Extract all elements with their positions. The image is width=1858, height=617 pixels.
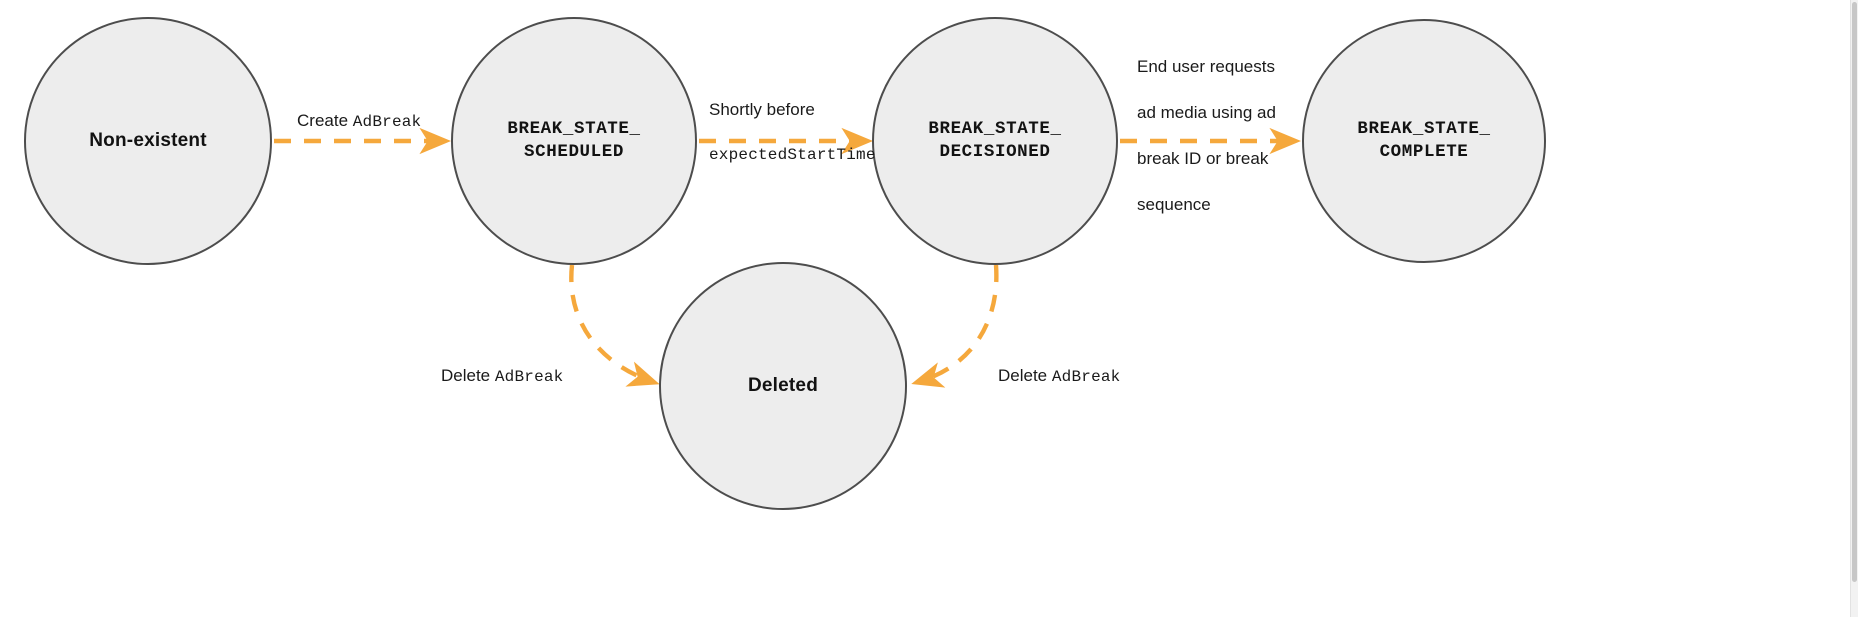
state-node-break-state-decisioned[interactable]: BREAK_STATE_ DECISIONED — [872, 17, 1118, 265]
edge-label-line: expectedStartTime — [709, 145, 876, 164]
edge-label-line: break ID or break — [1137, 148, 1269, 168]
edge-label-line: End user requests — [1137, 56, 1275, 76]
edge-label-shortly-before: Shortly before expectedStartTime — [709, 76, 876, 189]
state-node-label: Deleted — [747, 375, 819, 397]
edge-delete-from-decisioned — [911, 264, 999, 388]
edge-label-line: Delete — [998, 365, 1052, 385]
edge-label-end-user-requests: End user requests ad media using ad brea… — [1137, 33, 1276, 239]
state-node-label: BREAK_STATE_ DECISIONED — [928, 118, 1062, 162]
edge-label-line: AdBreak — [1051, 367, 1121, 386]
state-node-deleted[interactable]: Deleted — [659, 262, 907, 510]
edge-label-line: AdBreak — [494, 367, 564, 386]
edge-label-create-adbreak: Create AdBreak — [297, 87, 421, 134]
vertical-scrollbar-thumb[interactable] — [1852, 2, 1857, 582]
edge-label-line: Delete — [441, 365, 495, 385]
edge-label-line: Create — [297, 110, 353, 130]
edge-label-line: sequence — [1137, 194, 1211, 214]
state-node-break-state-scheduled[interactable]: BREAK_STATE_ SCHEDULED — [451, 17, 697, 265]
edge-label-line: AdBreak — [352, 112, 422, 131]
edge-delete-from-scheduled — [569, 264, 660, 387]
vertical-scrollbar-track[interactable] — [1850, 0, 1858, 617]
edge-label-delete-from-decisioned: Delete AdBreak — [998, 342, 1121, 389]
state-node-non-existent[interactable]: Non-existent — [24, 17, 272, 265]
state-node-label: BREAK_STATE_ SCHEDULED — [507, 118, 641, 162]
state-node-label: Non-existent — [89, 130, 207, 152]
edge-label-line: Shortly before — [709, 99, 815, 119]
edge-label-delete-from-scheduled: Delete AdBreak — [441, 342, 564, 389]
state-node-break-state-complete[interactable]: BREAK_STATE_ COMPLETE — [1302, 19, 1546, 263]
state-node-label: BREAK_STATE_ COMPLETE — [1357, 118, 1491, 162]
edge-label-line: ad media using ad — [1137, 102, 1276, 122]
